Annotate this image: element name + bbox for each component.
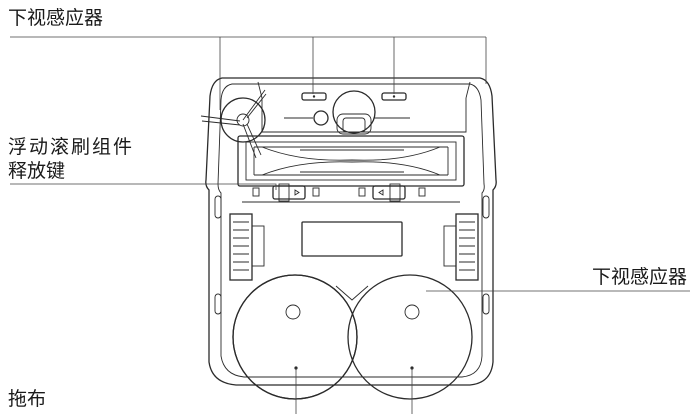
leader-sensor-top (10, 36, 487, 110)
caster-wheel (332, 90, 376, 134)
side-brush-hub (220, 97, 266, 143)
latch (252, 187, 260, 197)
latch (418, 187, 426, 197)
caster-wheel-core (342, 117, 366, 133)
sensor-dot (392, 95, 396, 98)
caster-wheel-hub (336, 113, 372, 135)
label-roller-release-line2: 释放键 (8, 160, 66, 182)
label-sensor-right: 下视感应器 (592, 266, 688, 288)
top-bumper (261, 98, 467, 133)
side-slot-left (214, 195, 222, 219)
mop-pad-right (347, 274, 473, 400)
mop-notch (335, 285, 369, 301)
latch (358, 187, 366, 197)
charging-contact (313, 110, 329, 126)
drive-wheel-left-tread (233, 221, 249, 271)
release-button-right[interactable] (372, 185, 406, 200)
label-sensor-top: 下视感应器 (8, 7, 104, 29)
leader-mop (295, 368, 413, 414)
drive-wheel-right-housing (443, 225, 457, 267)
label-mop: 拖布 (8, 388, 47, 410)
release-button-left-tab (278, 183, 290, 202)
cliff-sensor-left (301, 92, 327, 101)
side-slot-right-lower (482, 293, 490, 315)
side-slot-left-lower (214, 293, 222, 315)
robot-body-outline (205, 77, 497, 386)
leader-roller-release (10, 183, 277, 190)
center-panel (301, 221, 403, 257)
side-slot-right (482, 195, 490, 219)
label-roller-release-line1: 浮动滚刷组件 (8, 136, 135, 158)
mop-pad-left-edge (232, 274, 358, 400)
roller-brush-inner (245, 141, 457, 181)
drive-wheel-right-tread (459, 221, 475, 271)
roller-brush-frame (237, 135, 465, 187)
sensor-dot (312, 95, 316, 98)
release-arrow-left-icon (378, 189, 384, 196)
roller-brush-bristles (254, 146, 448, 176)
side-brush-center (236, 113, 250, 127)
drive-wheel-left-housing (251, 225, 265, 267)
mop-pad-left-center (285, 304, 301, 320)
latch (312, 187, 320, 197)
side-brush-arm (242, 89, 267, 121)
release-button-right-tab (389, 183, 401, 202)
mop-pad-right-center (404, 304, 420, 320)
side-brush-arm (200, 115, 241, 126)
release-arrow-right-icon (294, 189, 300, 196)
